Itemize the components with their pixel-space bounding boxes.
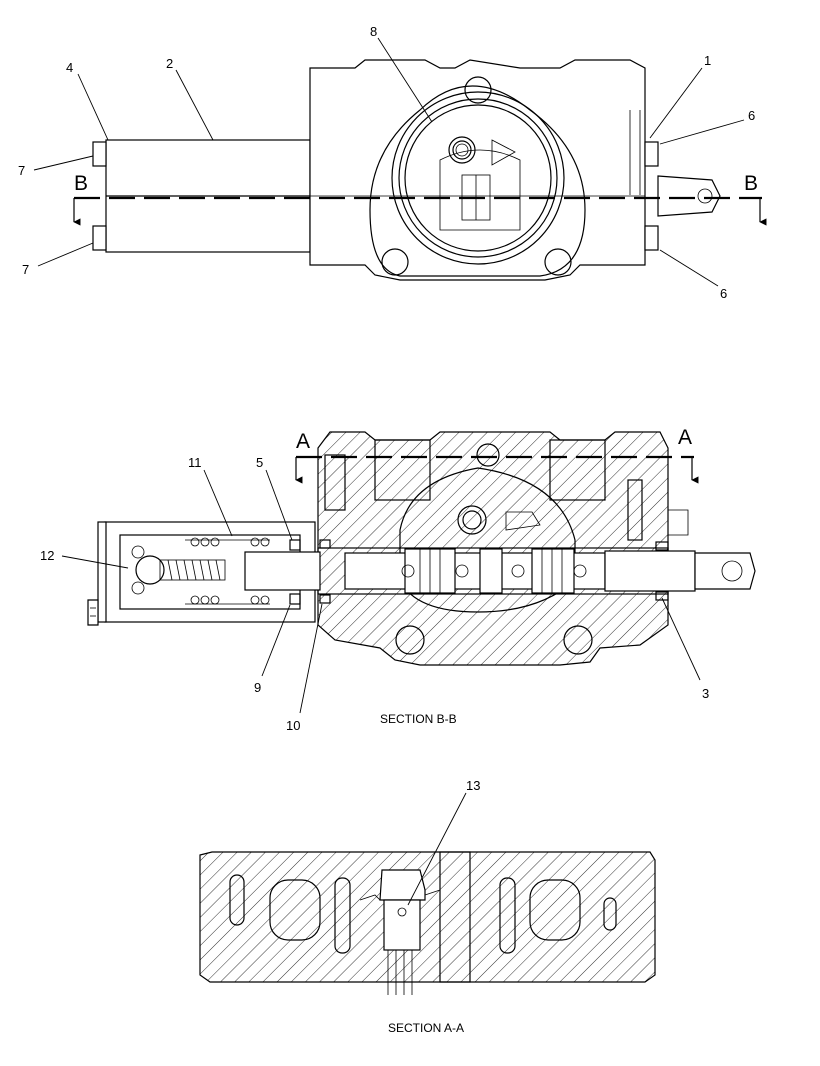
- label-part-2: 2: [166, 56, 173, 71]
- bolt-hole-top: [464, 76, 492, 104]
- spring: [159, 559, 226, 581]
- caption-section-aa: SECTION A-A: [388, 1021, 464, 1035]
- section-aa-view: 13 SECTION A-A: [199, 778, 656, 1035]
- bolt-hole-left: [381, 248, 409, 276]
- label-part-6-lower: 6: [720, 286, 727, 301]
- label-part-8: 8: [370, 24, 377, 39]
- section-mark-b-right: B: [744, 172, 758, 195]
- section-bb-bolt-left: [395, 625, 425, 655]
- label-part-1: 1: [704, 53, 711, 68]
- seal-rings: [190, 537, 270, 605]
- spool-end-top: [657, 175, 721, 217]
- label-part-9: 9: [254, 680, 261, 695]
- section-mark-a-right: A: [678, 426, 692, 449]
- section-bb-bolt-right: [563, 625, 593, 655]
- bolt-hole-right: [544, 248, 572, 276]
- valve-body: [309, 59, 646, 281]
- label-part-6-upper: 6: [748, 108, 755, 123]
- fitting-lower: [644, 225, 659, 251]
- caption-section-bb: SECTION B-B: [380, 712, 457, 726]
- label-part-4: 4: [66, 60, 73, 75]
- plug-outer: [448, 136, 476, 164]
- end-tab-upper: [92, 141, 107, 167]
- section-aa-body: [199, 851, 656, 983]
- label-part-10: 10: [286, 718, 300, 733]
- cover-outer-ring: [391, 91, 565, 265]
- section-mark-a-left: A: [296, 430, 310, 453]
- label-part-5: 5: [256, 455, 263, 470]
- fitting-upper: [644, 141, 659, 167]
- section-mark-b-left: B: [74, 172, 88, 195]
- end-tab-lower: [92, 225, 107, 251]
- label-part-12: 12: [40, 548, 54, 563]
- section-bb-view: A A 11 5 12 9 10 3 SECTION B-B: [40, 426, 756, 733]
- spool-end-section: [694, 552, 756, 590]
- label-part-3: 3: [702, 686, 709, 701]
- label-part-11: 11: [188, 455, 202, 470]
- label-part-7-lower: 7: [22, 262, 29, 277]
- label-part-7-upper: 7: [18, 163, 25, 178]
- ball-detent: [135, 555, 165, 585]
- label-part-13: 13: [466, 778, 480, 793]
- top-view: B B 4 2 8 1 6 7 7 6: [18, 24, 767, 301]
